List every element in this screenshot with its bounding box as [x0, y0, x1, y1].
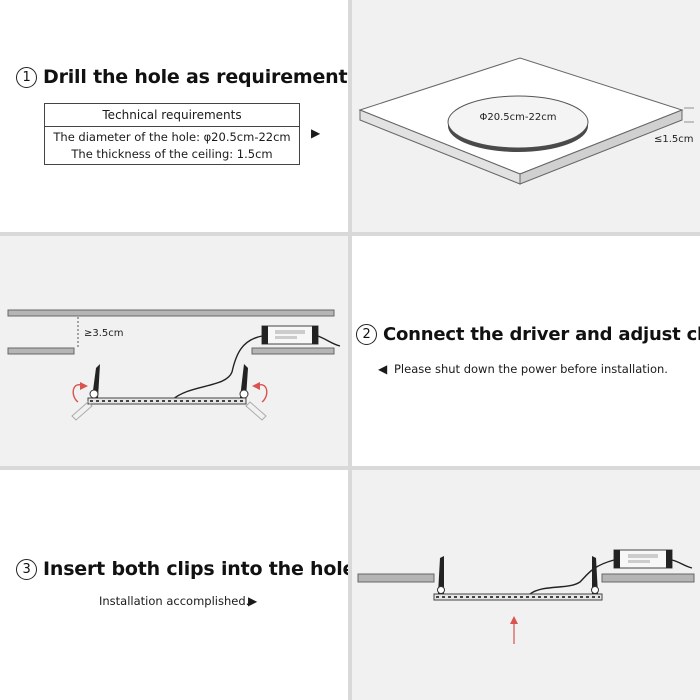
right-spring-clip	[240, 364, 248, 398]
mains-cable	[317, 335, 341, 347]
installed-light-diagram	[357, 549, 695, 644]
hole-diameter-label: Φ20.5cm-22cm	[480, 112, 557, 123]
driver-to-panel-cable	[171, 335, 263, 401]
ceiling-slab-right-edge	[519, 109, 683, 185]
right-clip-ghost	[245, 401, 267, 421]
ceiling-left-piece	[7, 347, 75, 355]
clearance-diagram-panel: ≥3.5cm	[0, 236, 348, 466]
ceiling-thickness-requirement: The thickness of the ceiling: 1.5cm	[71, 147, 273, 161]
right-clip-hinge	[239, 389, 249, 399]
step1-number: 1	[16, 67, 37, 88]
clearance-label: ≥3.5cm	[84, 328, 124, 339]
technical-requirements-header: Technical requirements	[45, 104, 299, 127]
pointer-right-icon: ▶	[248, 594, 258, 608]
technical-requirements-box: Technical requirements The diameter of t…	[44, 103, 300, 165]
step1-panel: 1 Drill the hole as requirements. Technic…	[0, 0, 348, 232]
horizontal-divider-1	[0, 232, 700, 236]
right-clip-hinge	[591, 586, 599, 594]
ceiling-hole-diagram: Φ20.5cm-22cm ≤1.5cm	[358, 57, 694, 185]
ceiling-right-piece	[251, 347, 335, 355]
led-driver	[613, 549, 673, 569]
right-spring-clip	[592, 556, 598, 594]
hole-diagram-panel: Φ20.5cm-22cm ≤1.5cm	[352, 0, 700, 232]
hole-diameter-requirement: The diameter of the hole: φ20.5cm-22cm	[53, 130, 291, 144]
ceiling-right-piece	[601, 573, 695, 583]
driver-clearance-diagram: ≥3.5cm	[7, 309, 341, 421]
power-warning-note: Please shut down the power before instal…	[394, 362, 668, 376]
step2-title-text: Connect the driver and adjust clips.	[383, 324, 700, 345]
led-driver	[261, 325, 319, 345]
horizontal-divider-2	[0, 466, 700, 470]
panel-light	[87, 397, 247, 405]
step2-number: 2	[356, 324, 377, 345]
ceiling-thickness-label: ≤1.5cm	[654, 134, 694, 145]
left-rotate-arrowhead-icon	[80, 382, 88, 390]
upper-ceiling	[7, 309, 335, 317]
left-clip-hinge	[437, 586, 445, 594]
installed-diagram-panel	[352, 470, 700, 700]
pointer-left-icon: ◀	[378, 362, 388, 376]
left-clip-hinge	[89, 389, 99, 399]
right-rotate-arrowhead-icon	[252, 382, 260, 390]
vertical-divider	[348, 0, 352, 700]
pointer-right-icon: ▶	[311, 126, 321, 140]
push-up-arrowhead-icon	[510, 616, 518, 624]
ceiling-left-piece	[357, 573, 435, 583]
panel-light	[433, 593, 603, 601]
step3-panel: 3 Insert both clips into the hole. Instal…	[0, 470, 348, 700]
step3-title: 3 Insert both clips into the hole.	[16, 558, 348, 580]
left-clip-ghost	[71, 401, 93, 421]
step3-title-text: Insert both clips into the hole.	[43, 558, 348, 580]
driver-to-panel-cable	[529, 559, 615, 595]
step1-title-text: Drill the hole as requirements.	[43, 66, 348, 88]
installation-complete-note: Installation accomplished.	[99, 594, 250, 608]
step3-number: 3	[16, 559, 37, 580]
step1-title: 1 Drill the hole as requirements.	[16, 66, 348, 88]
mains-cable	[671, 559, 693, 569]
left-spring-clip	[438, 556, 444, 594]
step2-title: 2 Connect the driver and adjust clips.	[356, 324, 700, 345]
